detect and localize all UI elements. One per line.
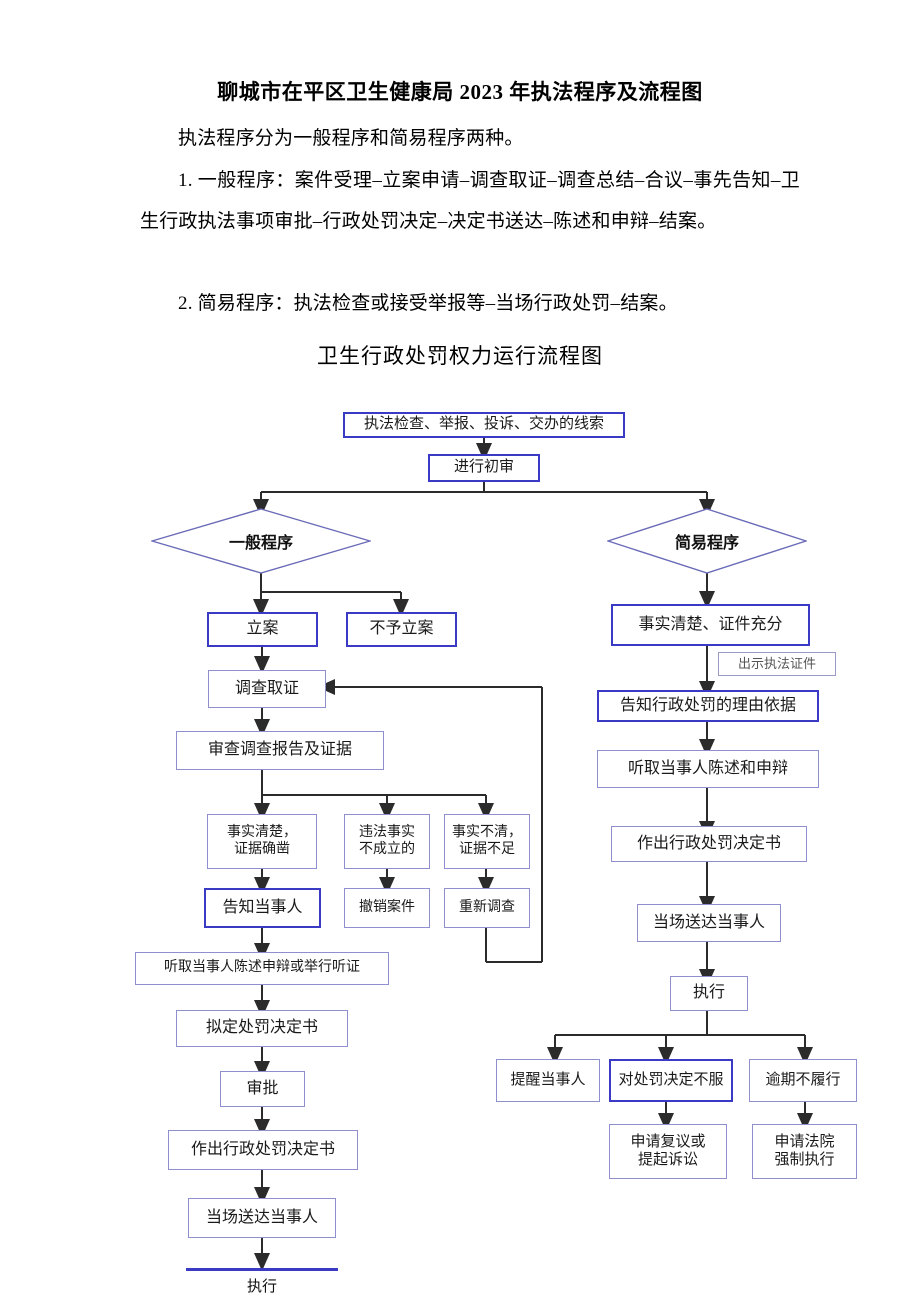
node-start-label: 执法检查、举报、投诉、交办的线索 (363, 416, 604, 433)
node-make-decision-simple: 作出行政处罚决定书 (611, 826, 807, 862)
node-draft-decision: 拟定处罚决定书 (176, 1010, 348, 1047)
node-show-credentials-label: 出示执法证件 (737, 656, 816, 672)
node-execute-general: 执行 (186, 1268, 338, 1301)
node-branch-simple: 简易程序 (605, 508, 809, 574)
node-outcome-facts-clear-line1: 事实清楚， (227, 824, 297, 840)
node-outcome-no-violation-line2: 不成立的 (359, 841, 415, 857)
node-object-decision: 对处罚决定不服 (609, 1059, 733, 1102)
diamond-shape-general (149, 508, 373, 574)
paragraph-simple-procedure: 2. 简易程序：执法检查或接受举报等–当场行政处罚–结案。 (178, 293, 678, 314)
node-outcome-no-violation-line1: 违法事实 (359, 824, 415, 840)
node-notify-reason-label: 告知行政处罚的理由依据 (619, 696, 796, 714)
node-cancel-case-label: 撤销案件 (359, 899, 415, 915)
node-outcome-facts-unclear: 事实不清， 证据不足 (444, 814, 530, 869)
node-make-decision-simple-label: 作出行政处罚决定书 (636, 834, 781, 852)
node-facts-clear-simple-label: 事实清楚、证件充分 (638, 615, 783, 633)
node-hearing-label: 听取当事人陈述申辩或举行听证 (164, 960, 360, 976)
node-execute-simple-label: 执行 (692, 984, 725, 1002)
node-file-case-label: 立案 (246, 620, 279, 638)
node-court-enforcement: 申请法院 强制执行 (752, 1124, 857, 1179)
node-outcome-facts-unclear-line1: 事实不清， (452, 824, 522, 840)
node-deliver-onsite-general: 当场送达当事人 (188, 1198, 336, 1238)
node-remind-party-label: 提醒当事人 (510, 1071, 586, 1088)
node-deliver-onsite-simple-label: 当场送达当事人 (652, 913, 765, 931)
node-notify-party: 告知当事人 (204, 888, 321, 928)
paragraph-general-procedure: 1. 一般程序：案件受理–立案申请–调查取证–调查总结–合议–事先告知–卫生行政… (140, 170, 800, 232)
node-make-decision-general: 作出行政处罚决定书 (168, 1130, 358, 1170)
node-approval: 审批 (220, 1071, 305, 1107)
node-approval-label: 审批 (246, 1079, 279, 1097)
node-notify-reason: 告知行政处罚的理由依据 (597, 690, 819, 722)
node-investigate-label: 调查取证 (234, 679, 299, 697)
node-overdue-label: 逾期不履行 (765, 1071, 841, 1088)
node-make-decision-general-label: 作出行政处罚决定书 (190, 1140, 335, 1158)
node-hear-statement: 听取当事人陈述和申辩 (597, 750, 819, 788)
node-branch-simple-label: 简易程序 (674, 535, 739, 552)
node-appeal: 申请复议或 提起诉讼 (609, 1124, 727, 1179)
node-outcome-facts-unclear-line2: 证据不足 (459, 841, 515, 857)
paragraph-intro: 执法程序分为一般程序和简易程序两种。 (178, 128, 524, 149)
node-draft-decision-label: 拟定处罚决定书 (205, 1019, 318, 1037)
node-object-decision-label: 对处罚决定不服 (618, 1071, 724, 1088)
node-outcome-facts-clear-line2: 证据确凿 (234, 841, 290, 857)
document-title: 聊城市在平区卫生健康局 2023 年执法程序及流程图 (217, 80, 703, 104)
node-court-enforcement-line2: 强制执行 (774, 1151, 835, 1168)
node-deliver-onsite-simple: 当场送达当事人 (637, 904, 781, 942)
node-overdue: 逾期不履行 (749, 1059, 857, 1102)
node-review-report: 审查调查报告及证据 (176, 731, 384, 770)
node-execute-general-label: 执行 (246, 1279, 277, 1295)
node-execute-simple: 执行 (670, 976, 748, 1011)
node-appeal-line1: 申请复议或 (630, 1133, 706, 1150)
node-deliver-onsite-general-label: 当场送达当事人 (205, 1208, 318, 1226)
node-notify-party-label: 告知当事人 (222, 898, 303, 916)
node-reinvestigate: 重新调查 (444, 888, 530, 928)
node-file-case: 立案 (207, 612, 318, 647)
node-outcome-no-violation: 违法事实 不成立的 (344, 814, 430, 869)
node-appeal-line2: 提起诉讼 (637, 1151, 698, 1168)
diamond-shape-simple (605, 508, 809, 574)
node-hearing: 听取当事人陈述申辩或举行听证 (135, 952, 389, 985)
node-show-credentials: 出示执法证件 (718, 652, 836, 676)
node-no-file-case: 不予立案 (346, 612, 457, 647)
node-branch-general-label: 一般程序 (228, 535, 293, 552)
node-no-file-case-label: 不予立案 (369, 620, 434, 638)
node-initial-review-label: 进行初审 (453, 459, 514, 476)
node-branch-general: 一般程序 (149, 508, 373, 574)
node-cancel-case: 撤销案件 (344, 888, 430, 928)
node-initial-review: 进行初审 (428, 454, 540, 482)
node-court-enforcement-line1: 申请法院 (774, 1133, 835, 1150)
node-investigate: 调查取证 (208, 670, 326, 708)
node-review-report-label: 审查调查报告及证据 (207, 741, 352, 759)
flowchart-title: 卫生行政处罚权力运行流程图 (317, 344, 603, 368)
node-start: 执法检查、举报、投诉、交办的线索 (343, 412, 625, 438)
node-reinvestigate-label: 重新调查 (459, 899, 515, 915)
node-facts-clear-simple: 事实清楚、证件充分 (611, 604, 810, 646)
node-outcome-facts-clear: 事实清楚， 证据确凿 (207, 814, 317, 869)
node-remind-party: 提醒当事人 (496, 1059, 600, 1102)
node-hear-statement-label: 听取当事人陈述和申辩 (627, 759, 788, 777)
